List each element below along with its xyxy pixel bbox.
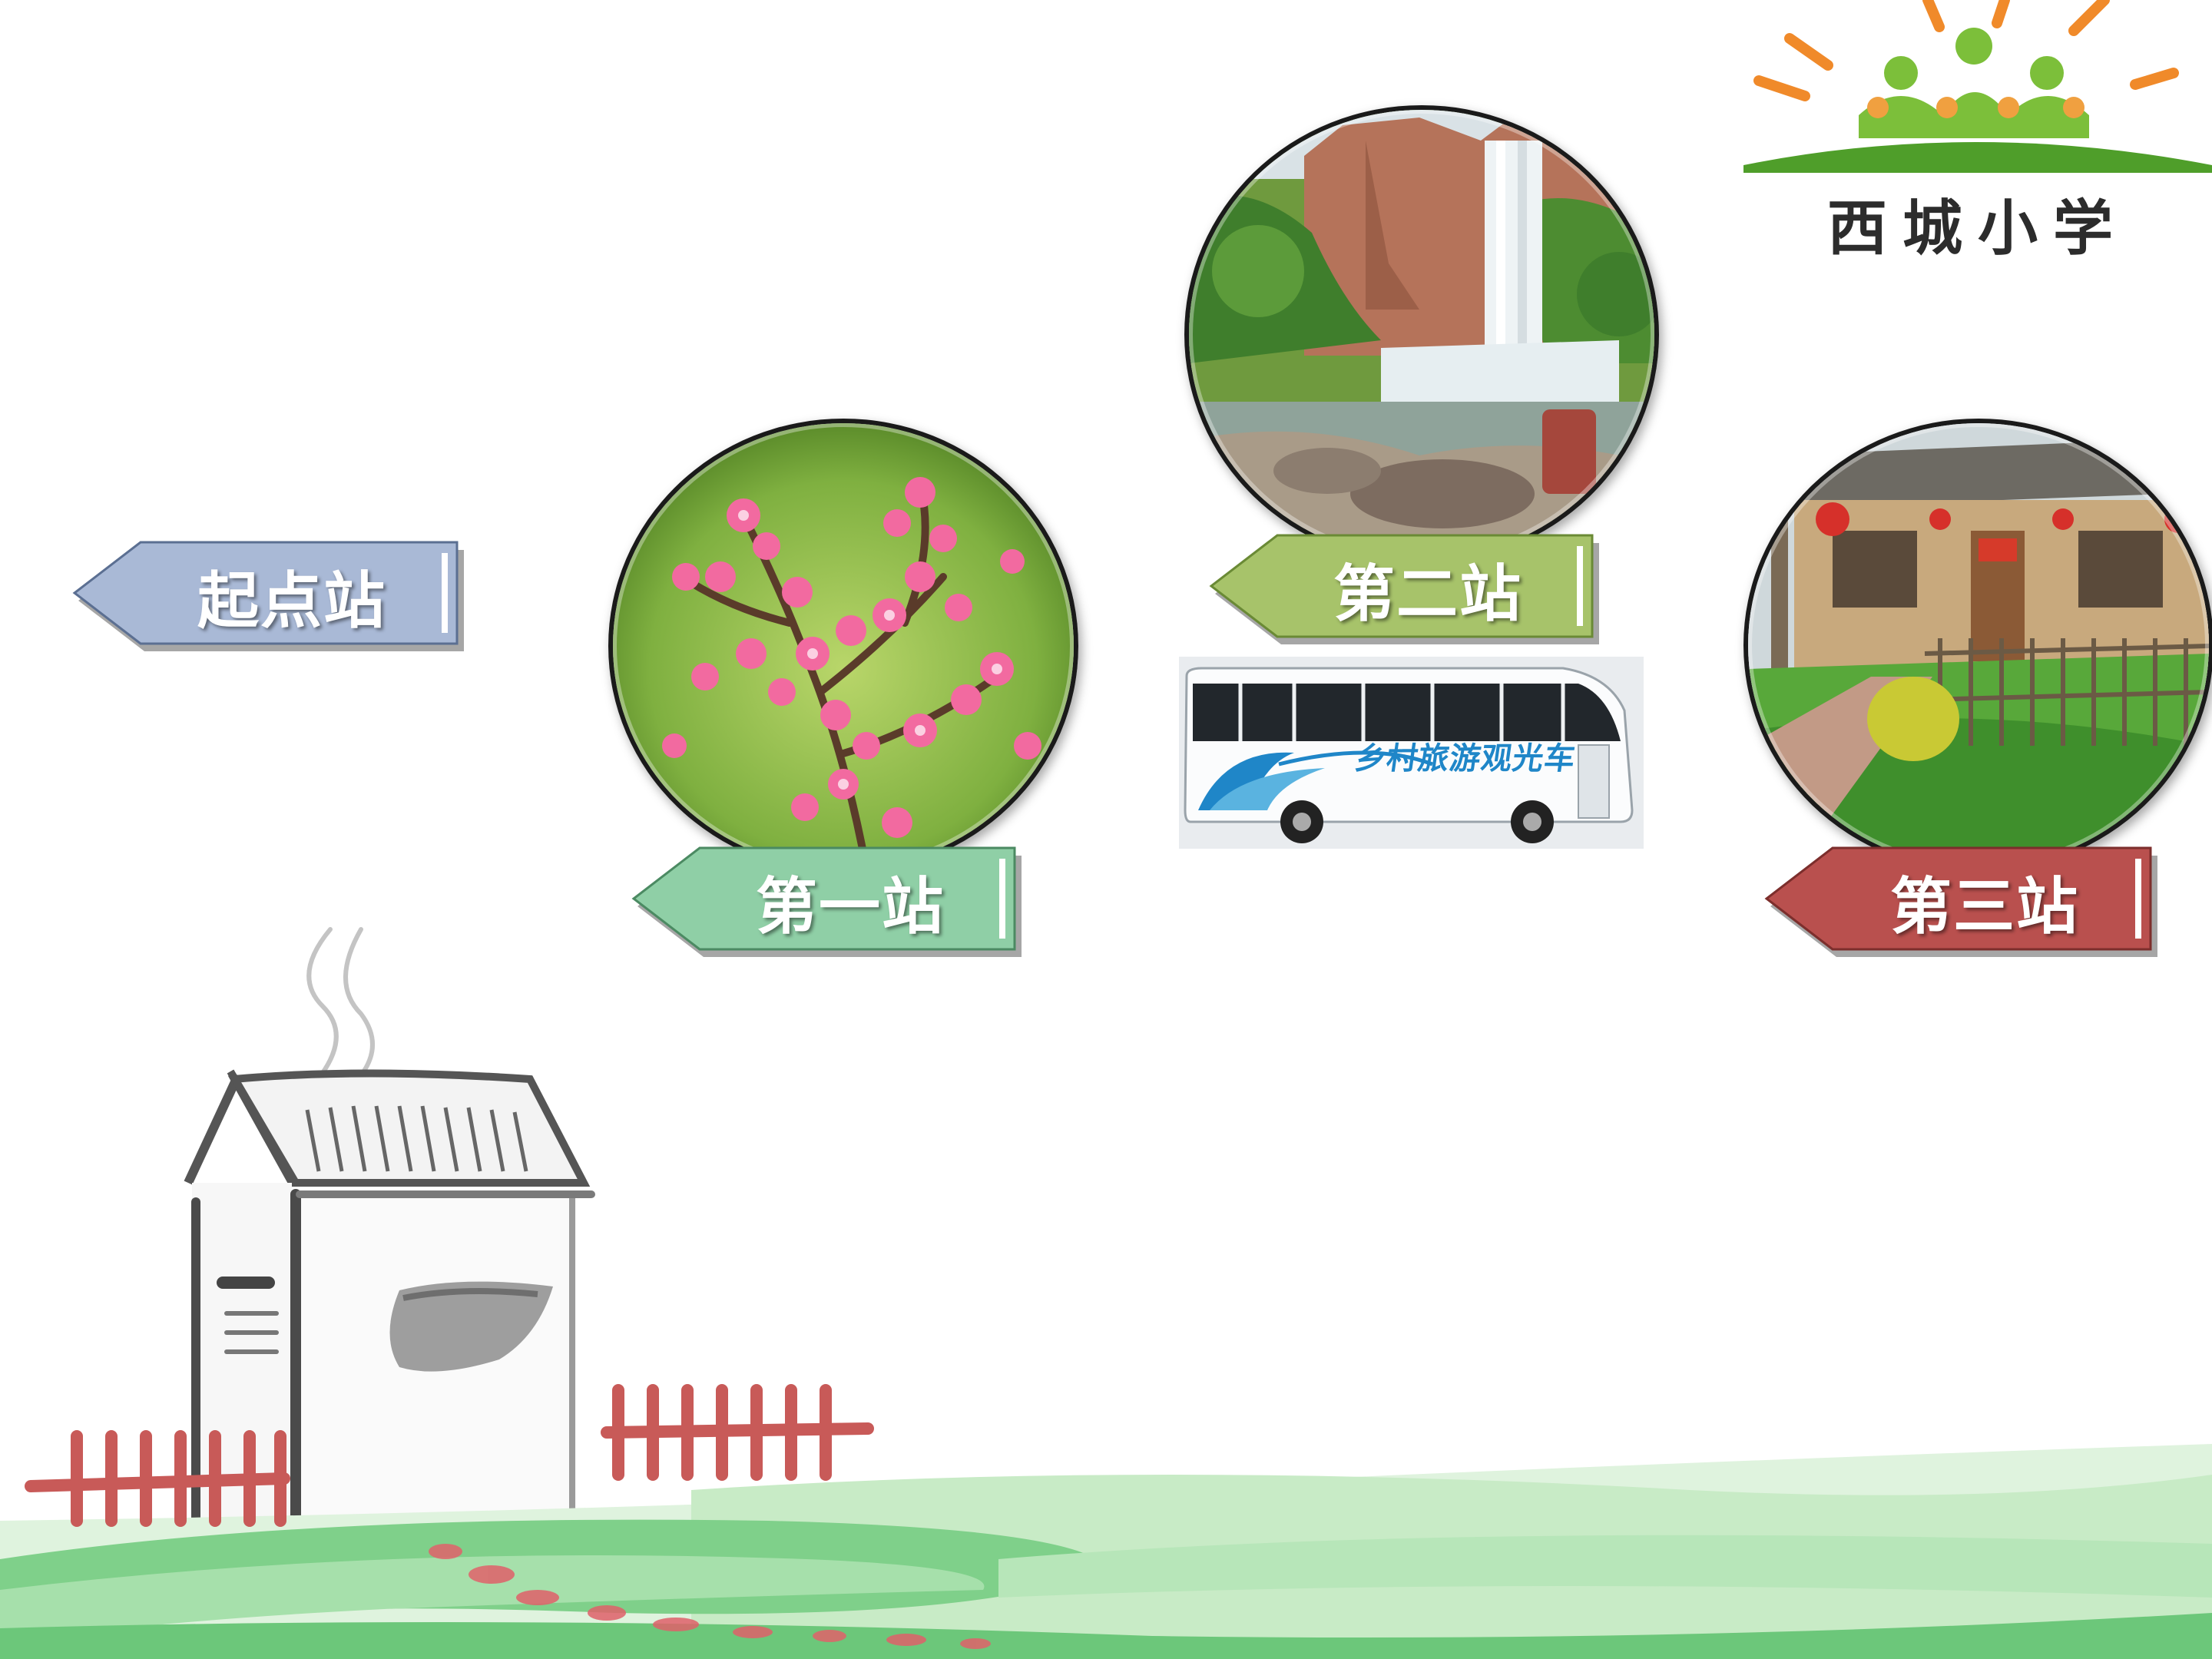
farmhouse-photo [1743,419,2212,872]
cottage-scenery-illustration [0,906,2212,1659]
third-station-tag[interactable]: 第三站 [1764,845,2158,959]
logo-sun-icon [1743,0,2212,173]
tour-bus-image: 乡村旅游观光车 [1179,657,1644,849]
bus-icon [1179,657,1644,849]
bus-text: 乡村旅游观光车 [1353,741,1578,777]
third-station-label: 第三站 [1890,871,2079,942]
school-logo: 西城小学 [1743,0,2212,263]
second-station-tag[interactable]: 第二站 [1209,532,1600,646]
peach-blossom-photo [608,419,1078,873]
first-station-tag[interactable]: 第一站 [631,845,1022,959]
start-station-label: 起点站 [197,565,386,637]
waterfall-photo [1184,105,1659,564]
logo-text: 西城小学 [1826,194,2128,263]
start-station-tag[interactable]: 起点站 [72,539,465,653]
second-station-label: 第二站 [1333,558,1522,630]
first-station-label: 第一站 [756,871,945,942]
